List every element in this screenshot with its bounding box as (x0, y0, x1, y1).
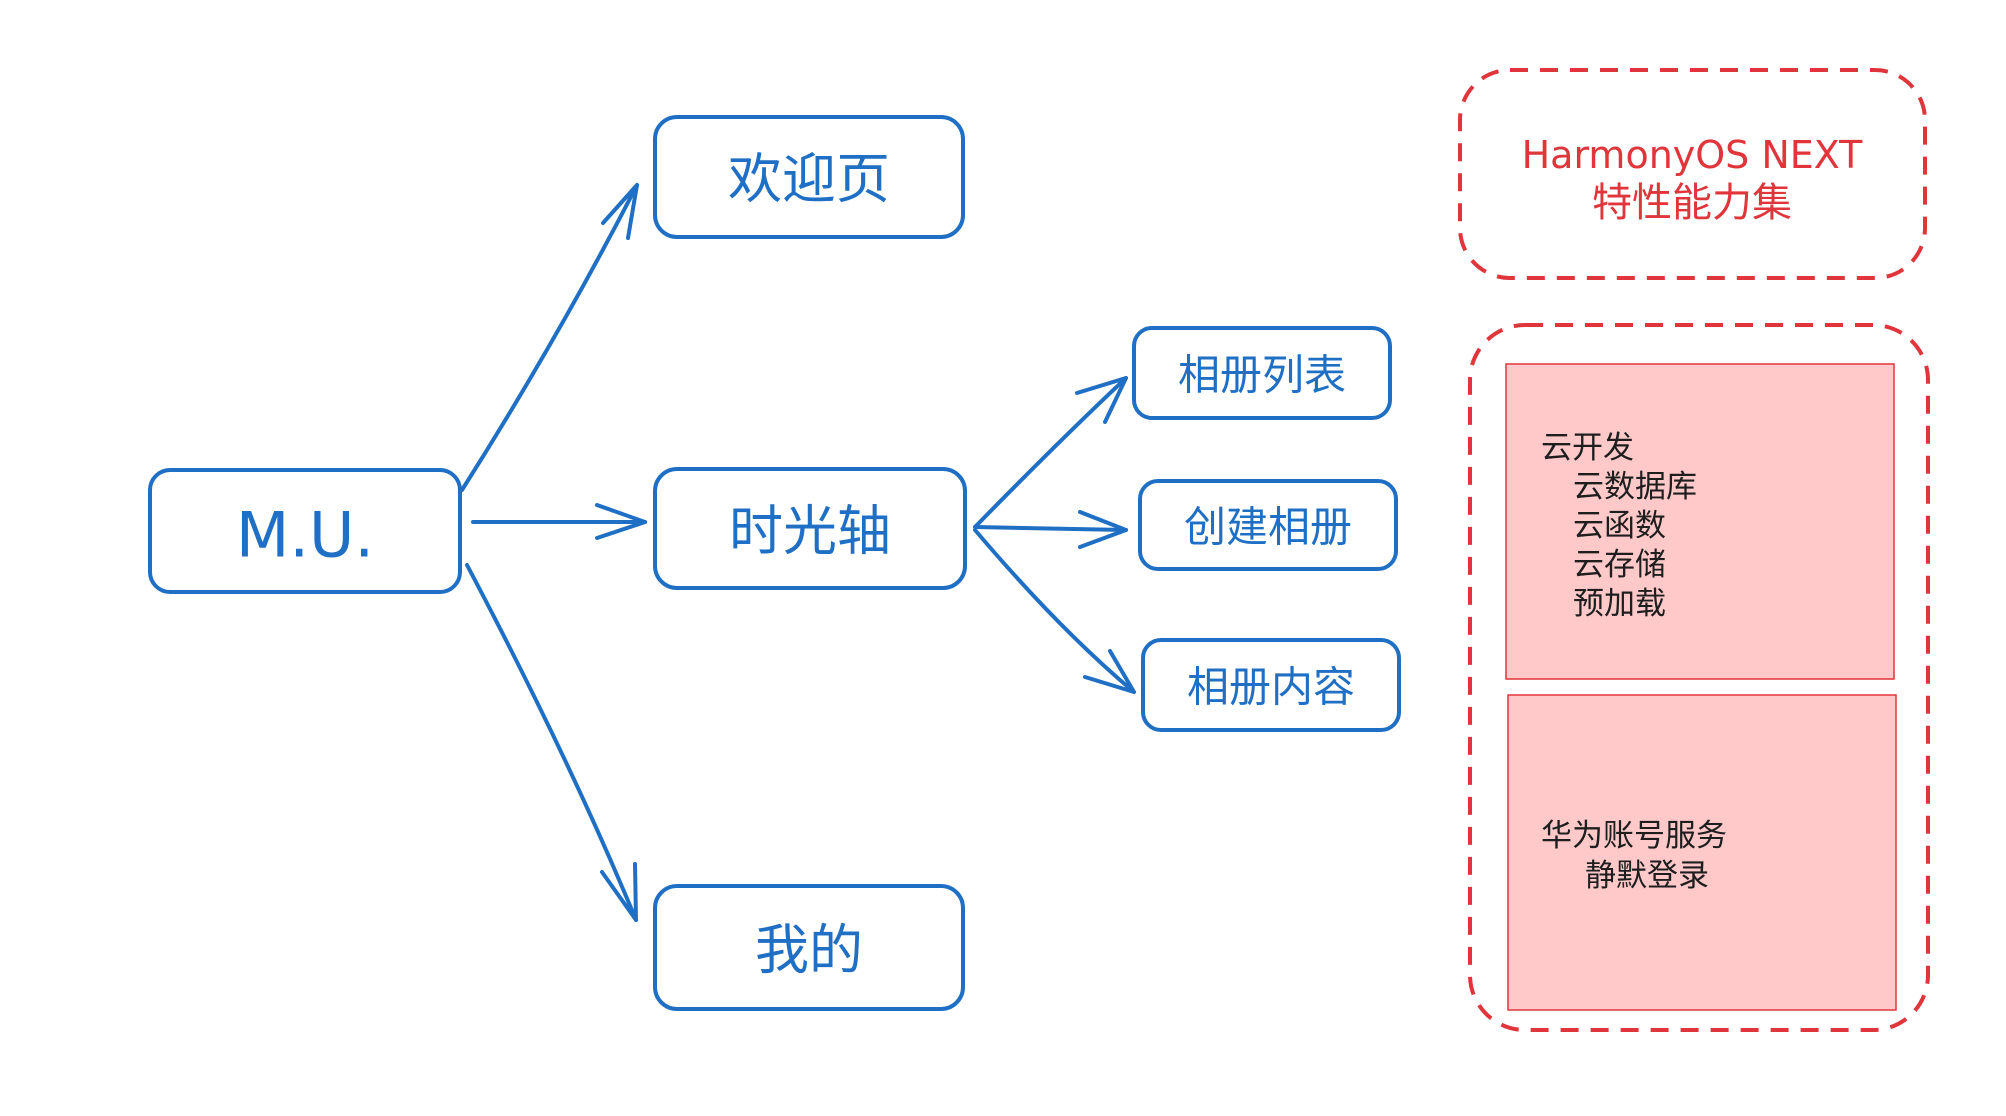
account-heading: 华为账号服务 (1541, 818, 1727, 854)
arrowhead-root-mine (600, 862, 638, 922)
node-album-list[interactable]: 相册列表 (1132, 326, 1392, 420)
cloud-dev-item: 云函数 (1573, 508, 1666, 544)
features-title-line1: HarmonyOS NEXT (1522, 133, 1864, 177)
arrowhead-timeline-albumlist (1075, 376, 1128, 424)
svg-text:欢迎页: 欢迎页 (728, 148, 890, 211)
account-panel: 华为账号服务 静默登录 (1507, 694, 1897, 1011)
edge-timeline-albumlist (973, 376, 1128, 529)
edge-root-welcome (460, 183, 639, 492)
node-album-content[interactable]: 相册内容 (1141, 638, 1401, 732)
arrowhead-timeline-createalbum (1078, 510, 1128, 549)
arrowhead-root-timeline (595, 503, 647, 540)
features-container: 云开发 云数据库 云函数 云存储 预加载 华为账号服务 静默登录 (1468, 323, 1930, 1032)
svg-text:相册列表: 相册列表 (1178, 351, 1346, 400)
arrowhead-root-welcome (601, 183, 639, 240)
features-title-line2: 特性能力集 (1592, 180, 1792, 226)
cloud-dev-item: 云存储 (1573, 547, 1666, 583)
node-mine[interactable]: 我的 (653, 884, 965, 1011)
svg-text:我的: 我的 (755, 919, 863, 982)
node-root[interactable]: M.U. (148, 468, 462, 594)
cloud-dev-item: 云数据库 (1573, 469, 1697, 505)
edge-timeline-albumcontent (973, 528, 1136, 694)
svg-text:M.U.: M.U. (236, 499, 374, 572)
edge-timeline-createalbum (973, 525, 1128, 532)
node-welcome[interactable]: 欢迎页 (653, 115, 965, 239)
cloud-dev-panel: 云开发 云数据库 云函数 云存储 预加载 (1505, 363, 1895, 680)
features-title-box: HarmonyOS NEXT 特性能力集 (1458, 68, 1927, 280)
cloud-dev-item: 预加载 (1573, 586, 1666, 622)
node-timeline[interactable]: 时光轴 (653, 467, 967, 590)
svg-text:时光轴: 时光轴 (729, 500, 891, 563)
arrowhead-timeline-albumcontent (1083, 649, 1136, 694)
svg-text:相册内容: 相册内容 (1187, 663, 1355, 712)
node-create-album[interactable]: 创建相册 (1138, 479, 1398, 571)
edge-root-mine (465, 563, 638, 922)
edges (460, 183, 1136, 922)
svg-text:创建相册: 创建相册 (1184, 503, 1352, 552)
cloud-dev-heading: 云开发 (1541, 430, 1634, 466)
account-item: 静默登录 (1585, 858, 1709, 894)
